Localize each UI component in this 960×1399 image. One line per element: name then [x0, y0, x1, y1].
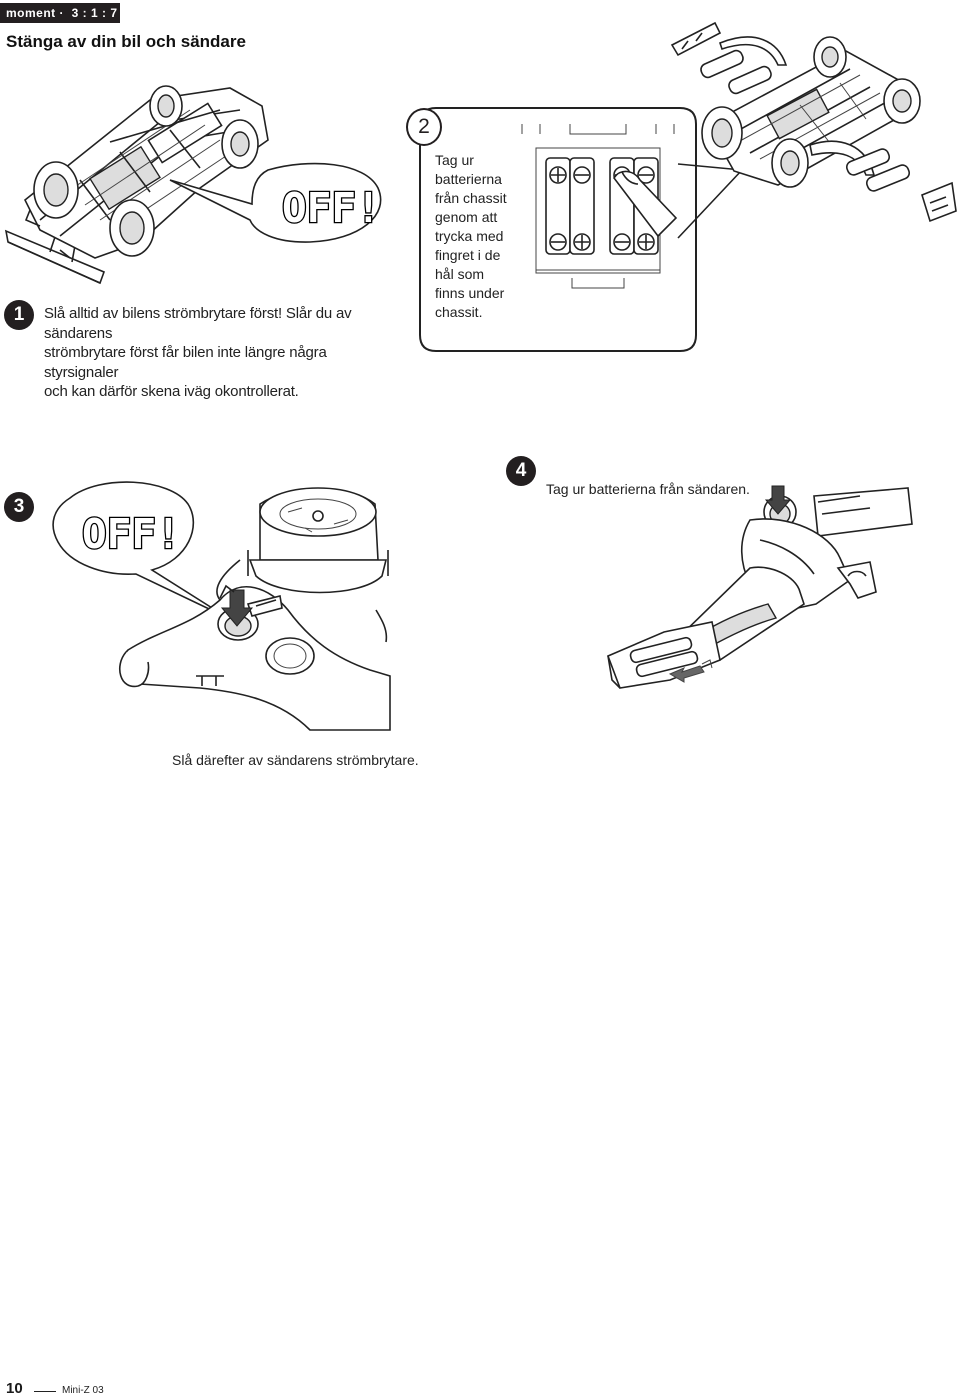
footer-model: Mini-Z 03	[62, 1385, 104, 1396]
step-1-line-1: Slå alltid av bilens strömbrytare först!…	[44, 305, 352, 342]
off-speech-bubble-transmitter	[52, 481, 229, 619]
transmitter-battery-tray-illustration	[606, 485, 913, 689]
off-callout-car-text: OFF!	[282, 184, 381, 232]
page-title: Stänga av din bil och sändare	[6, 32, 246, 51]
step-1-line-2: strömbrytare först får bilen inte längre…	[44, 344, 327, 381]
step-1-text: Slå alltid av bilens strömbrytare först!…	[44, 304, 404, 402]
chassis-batteries-removed-illustration	[670, 21, 957, 223]
step-4-caption: Tag ur batterierna från sändaren.	[546, 481, 750, 497]
off-callout-car: OFF!	[280, 182, 382, 234]
footer-divider	[34, 1391, 56, 1392]
off-callout-transmitter: OFF!	[81, 508, 182, 560]
step-2-line-3: från chassit	[435, 190, 507, 206]
step-2-line-8: finns under	[435, 285, 505, 301]
step-3-caption: Slå därefter av sändarens strömbrytare.	[172, 752, 419, 768]
step-2-line-7: hål som	[435, 266, 485, 282]
step-2-text: Tag ur batterierna från chassit genom at…	[435, 151, 540, 322]
step-2-line-2: batterierna	[435, 171, 502, 187]
step-2-line-9: chassit.	[435, 304, 483, 320]
step-2-line-1: Tag ur	[435, 152, 474, 168]
page-number: 10	[6, 1380, 23, 1397]
rc-car-chassis-illustration	[4, 85, 269, 285]
step-2-line-6: fingret i de	[435, 247, 501, 263]
section-tag: moment · 3 : 1 : 7	[0, 3, 120, 23]
off-callout-transmitter-text: OFF!	[82, 510, 181, 558]
off-speech-bubble	[169, 162, 382, 243]
step-2-line-4: genom att	[435, 209, 498, 225]
chassis-battery-compartment-illustration	[521, 124, 678, 289]
step-4-number: 4	[506, 456, 536, 486]
panel-connector-lines	[677, 163, 743, 239]
transmitter-power-switch-illustration	[118, 487, 391, 731]
step-1-line-3: och kan därför skena iväg okontrollerat.	[44, 383, 299, 400]
step-1-number: 1	[4, 300, 34, 330]
step-2-number: 2	[406, 108, 442, 146]
step-2-line-5: trycka med	[435, 228, 504, 244]
step-3-number: 3	[4, 492, 34, 522]
